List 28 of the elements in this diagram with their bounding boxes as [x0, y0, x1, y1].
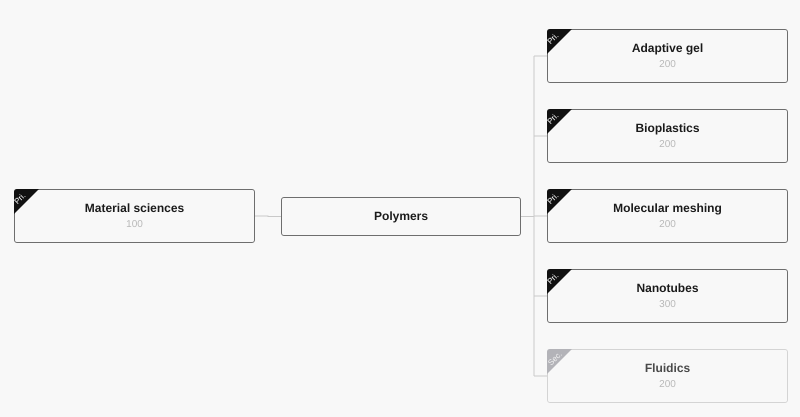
node-card: [547, 349, 788, 403]
primary-tag: Pri.: [547, 189, 572, 214]
node-card: [281, 197, 521, 236]
node-card: [547, 29, 788, 83]
node-title: Fluidics: [644, 361, 690, 376]
primary-tag: Pri.: [547, 29, 572, 54]
node-card: [547, 189, 788, 243]
node-value: 200: [659, 219, 676, 231]
node-value: 300: [659, 299, 676, 311]
node-card: [547, 269, 788, 323]
node-title: Molecular meshing: [613, 201, 722, 216]
node-card: [547, 109, 788, 163]
primary-tag: Pri.: [547, 109, 572, 134]
node-title: Polymers: [374, 209, 428, 224]
node-title: Adaptive gel: [632, 41, 704, 56]
connector-trunk: [520, 56, 534, 376]
node-title: Nanotubes: [636, 281, 698, 296]
node-title: Material sciences: [84, 201, 184, 216]
node-title: Bioplastics: [635, 121, 700, 136]
primary-tag: Pri.: [14, 189, 39, 214]
connector-line: [254, 216, 282, 217]
node-card: [14, 189, 255, 243]
node-value: 100: [126, 219, 143, 231]
node-value: 200: [659, 379, 676, 391]
primary-tag: Pri.: [547, 269, 572, 294]
node-value: 200: [659, 139, 676, 151]
node-value: 200: [659, 59, 676, 71]
secondary-tag: Sec.: [547, 349, 572, 374]
